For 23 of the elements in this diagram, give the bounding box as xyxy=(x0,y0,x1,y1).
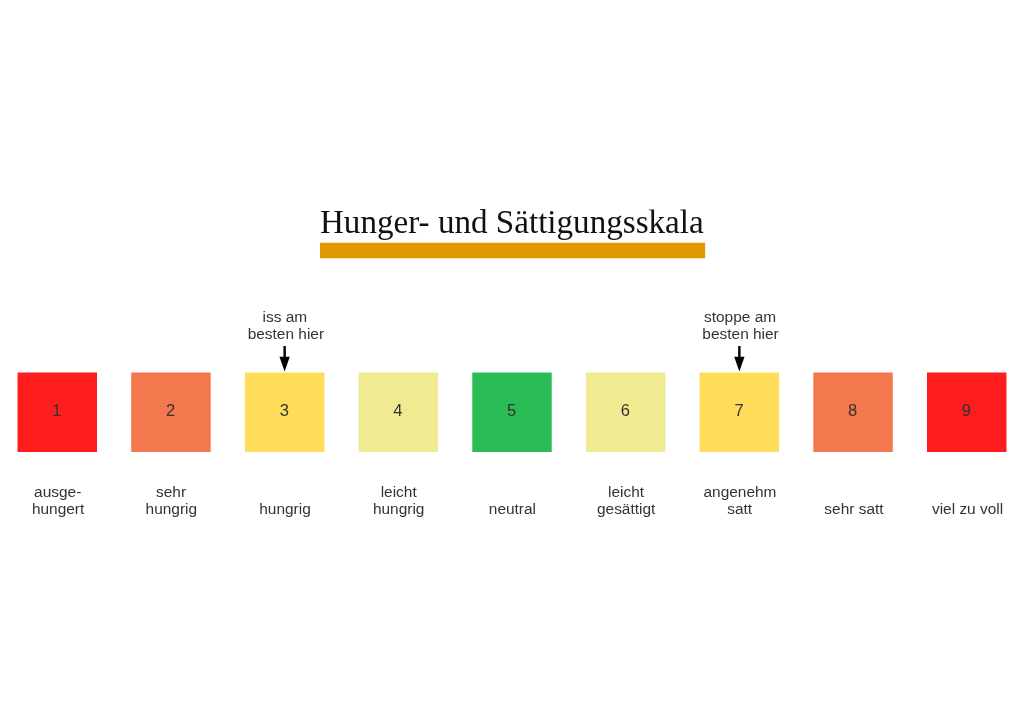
arrow xyxy=(734,346,745,372)
node-label: neutral xyxy=(488,499,537,517)
node-label: hungrig xyxy=(259,499,311,517)
node-box: 1 xyxy=(17,372,97,452)
node-label: leicht gesättigt xyxy=(596,483,656,517)
node-text: iss am besten hier xyxy=(247,307,325,342)
node-box: 4 xyxy=(358,372,439,452)
node-label: ausge- hungert xyxy=(31,483,85,517)
node-text: stoppe am besten hier xyxy=(702,307,779,342)
node-box: 7 xyxy=(699,372,780,452)
node-box: 9 xyxy=(927,372,1007,452)
node-box: 6 xyxy=(585,372,666,452)
node-label: sehr satt xyxy=(824,499,884,517)
node-box: 5 xyxy=(472,372,552,452)
node-label: leicht hungrig xyxy=(372,483,425,517)
node-label: sehr hungrig xyxy=(145,483,198,517)
node-box: 8 xyxy=(813,372,893,452)
node-box: 2 xyxy=(131,372,211,452)
node-box: 3 xyxy=(244,372,325,452)
arrow xyxy=(279,346,290,372)
diagram-title: Hunger- und Sättigungsskala xyxy=(319,202,704,240)
node-label: angenehm satt xyxy=(703,483,777,517)
node-label: viel zu voll xyxy=(931,499,1004,517)
